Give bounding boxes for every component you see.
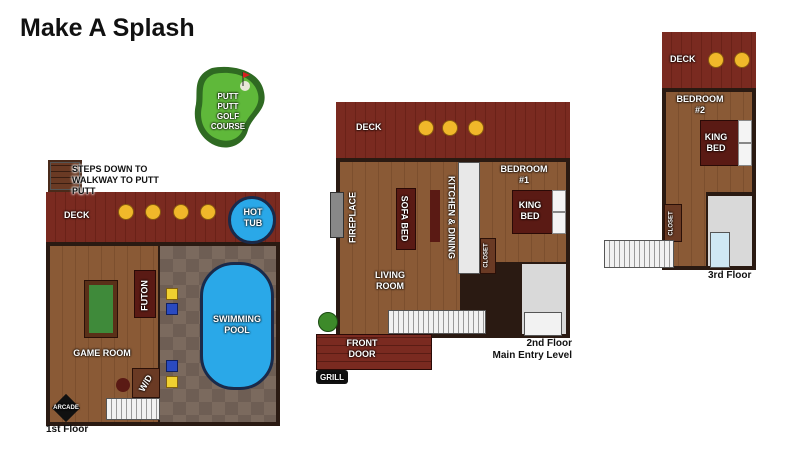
sofa-bed-label: SOFA BED (399, 195, 410, 242)
deck-chair (734, 52, 750, 68)
putt-putt-label-line: PUTT (217, 92, 239, 101)
grill (316, 370, 348, 384)
bedroom2-label-line2: #2 (694, 105, 705, 115)
second-floor-label-line2: Main Entry Level (492, 350, 572, 361)
swimming-pool-label: SWIMMING POOL (200, 314, 274, 336)
round-table (116, 378, 130, 392)
putt-putt-label-line: COURSE (210, 122, 246, 131)
third-floor-deck-label: DECK (670, 54, 696, 64)
bedroom2-label-line1: BEDROOM (676, 94, 724, 104)
front-door-label-line2: DOOR (348, 349, 376, 359)
pool-table-felt (89, 285, 113, 333)
dining-table (430, 190, 440, 242)
shower (524, 312, 562, 336)
hot-tub-label: HOT TUB (230, 207, 276, 229)
second-floor-label-line1: 2nd Floor (526, 338, 572, 349)
putt-putt-label-line: GOLF (216, 112, 240, 121)
living-room-label: LIVING ROOM (362, 270, 418, 292)
deck-chair (468, 120, 484, 136)
deck-chair (708, 52, 724, 68)
bedroom1-label: BEDROOM #1 (496, 164, 552, 186)
sofa-bed (396, 188, 416, 250)
swimming-pool (200, 262, 274, 390)
king-bed-label-line2: BED (706, 143, 726, 153)
pool-chair (166, 303, 178, 315)
bed-pillow (738, 143, 752, 166)
bed-pillow (552, 190, 566, 212)
washer-dryer (132, 368, 160, 398)
king-bed-label-line2: BED (520, 211, 540, 221)
putt-putt-label-line: PUTT (217, 102, 239, 111)
hot-tub (228, 196, 276, 244)
front-porch (316, 334, 432, 370)
second-floor-deck-label: DECK (356, 122, 382, 132)
grill-label: GRILL (320, 373, 344, 382)
kitchen-counter (458, 162, 480, 274)
deck-chair (418, 120, 434, 136)
closet-label: CLOSET (483, 243, 490, 268)
bathtub (710, 232, 730, 268)
third-floor-label: 3rd Floor (708, 270, 752, 281)
second-floor-stairs (388, 310, 486, 334)
third-floor-stairs (604, 240, 674, 268)
living-room-label-line2: ROOM (376, 281, 404, 291)
deck-chair (442, 120, 458, 136)
page-title: Make A Splash (20, 14, 195, 42)
front-door-label: FRONT DOOR (330, 338, 394, 360)
king-bed-label-line1: KING (518, 200, 542, 210)
pool-chair (166, 288, 178, 300)
swimming-pool-label-line1: SWIMMING (213, 314, 261, 324)
first-floor-deck-label: DECK (64, 210, 90, 220)
game-room-label: GAME ROOM (73, 348, 131, 358)
futon-label: FUTON (139, 280, 150, 311)
bed-pillow (738, 120, 752, 143)
king-bed (512, 190, 556, 234)
king-bed-label: KING BED (698, 132, 734, 154)
second-floor-label: 2nd Floor Main Entry Level (470, 338, 572, 362)
arcade-label: ARCADE (53, 405, 79, 411)
futon (134, 270, 156, 318)
hot-tub-label-line2: TUB (243, 218, 263, 228)
steps-down-stairs (50, 162, 80, 190)
pool-table (84, 280, 118, 338)
first-floor-stairs (106, 398, 160, 420)
pool-chair (166, 376, 178, 388)
deck-chair (118, 204, 134, 220)
king-bed (700, 120, 740, 166)
living-room-label-line1: LIVING (374, 270, 405, 280)
closet-label: CLOSET (668, 211, 675, 236)
closet (480, 238, 496, 274)
pool-chair (166, 360, 178, 372)
bedroom2-label: BEDROOM #2 (672, 94, 728, 116)
king-bed-label-line1: KING (704, 132, 728, 142)
steps-down-label-line1: STEPS DOWN TO (72, 164, 148, 174)
putt-putt-course: PUTT PUTT GOLF COURSE (190, 64, 270, 154)
golf-green-icon (194, 66, 265, 148)
putt-putt-label: PUTT PUTT GOLF COURSE (202, 92, 254, 132)
deck-chair (200, 204, 216, 220)
bedroom1-label-line2: #1 (518, 175, 529, 185)
first-floor-label: 1st Floor (46, 424, 89, 435)
deck-chair (173, 204, 189, 220)
hot-tub-label-line1: HOT (243, 207, 263, 217)
swimming-pool-label-line2: POOL (224, 325, 250, 335)
kitchen-dining-label: KITCHEN & DINING (446, 176, 457, 259)
bedroom1-label-line1: BEDROOM (500, 164, 548, 174)
fireplace (330, 192, 344, 238)
steps-down-label-line2: WALKWAY TO PUTT PUTT (72, 175, 159, 196)
fireplace-label: FIREPLACE (347, 192, 358, 244)
steps-down-label: STEPS DOWN TO WALKWAY TO PUTT PUTT (72, 164, 182, 197)
bed-pillow (552, 212, 566, 234)
front-door-label-line1: FRONT (346, 338, 378, 348)
king-bed-label: KING BED (510, 200, 550, 222)
plant-icon (318, 312, 338, 332)
deck-chair (145, 204, 161, 220)
